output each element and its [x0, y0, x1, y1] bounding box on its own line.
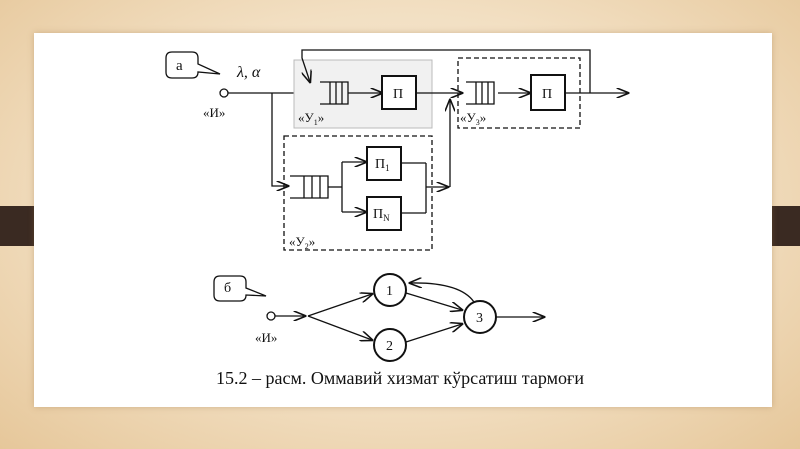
source-a-label: «И»: [203, 105, 225, 120]
figure-caption: 15.2 – расм. Оммавий хизмат кўрсатиш тар…: [216, 368, 584, 388]
server-u2-n-sub: N: [383, 213, 390, 223]
u1-label: «У1»: [298, 110, 324, 127]
server-u2-1-label: П1: [375, 157, 390, 173]
server-u1-label: П: [393, 87, 403, 102]
server-u2-n-text: П: [373, 207, 383, 222]
server-u2-1-box: [366, 146, 402, 181]
node-1-label: 1: [386, 284, 393, 299]
server-u1-box: [381, 75, 417, 110]
u3-close: »: [480, 110, 487, 125]
source-b-label: «И»: [255, 330, 277, 345]
diagram-a: [165, 49, 628, 251]
diagram-b: [213, 273, 544, 362]
u2-sub: 2: [305, 242, 309, 251]
node-3-label: 3: [476, 311, 483, 326]
queue-u2: [290, 175, 329, 199]
callout-a-label: а: [176, 58, 183, 74]
u3-label: «У3»: [460, 110, 486, 127]
server-u2-1-text: П: [375, 157, 385, 172]
u2-label: «У2»: [289, 234, 315, 251]
callout-b-bubble: [213, 275, 267, 302]
u1-text: «У: [298, 110, 315, 125]
u2-text: «У: [289, 234, 306, 249]
queue-u3: [466, 81, 495, 105]
u3-text: «У: [460, 110, 477, 125]
u1-sub: 1: [314, 118, 318, 127]
node-2-label: 2: [386, 339, 393, 354]
server-u2-n-box: [366, 196, 402, 231]
callout-b-label: б: [224, 281, 231, 296]
u1-close: »: [318, 110, 325, 125]
u2-group-box: [283, 135, 433, 251]
u3-sub: 3: [476, 118, 480, 127]
source-node-b: [266, 311, 276, 321]
server-u3-box: [530, 74, 566, 111]
params-label: λ, α: [236, 64, 261, 81]
server-u3-label: П: [542, 87, 552, 102]
server-u2-1-sub: 1: [385, 163, 390, 173]
server-u2-n-label: ПN: [373, 207, 390, 223]
u2-close: »: [309, 234, 316, 249]
node-1-circle: [373, 273, 407, 307]
node-2-circle: [373, 328, 407, 362]
callout-a-bubble: [165, 51, 221, 79]
source-node-a: [219, 88, 229, 98]
